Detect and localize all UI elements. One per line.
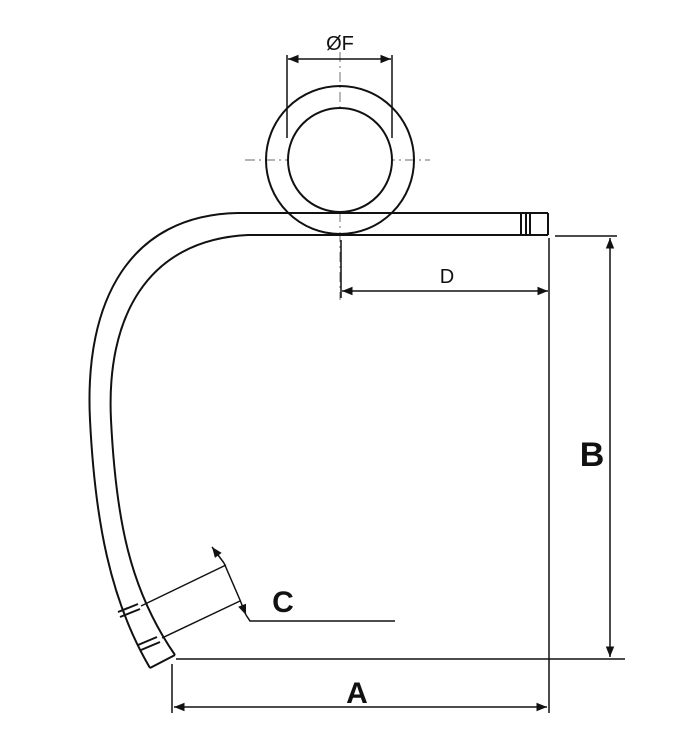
tine	[88, 212, 549, 669]
dimension-a	[171, 238, 550, 713]
label-d: D	[440, 266, 454, 288]
dimension-f	[286, 54, 393, 138]
label-b: B	[580, 436, 605, 474]
label-c: C	[272, 586, 294, 619]
coil-inner	[287, 107, 393, 213]
label-f: ØF	[326, 33, 354, 55]
dimension-b	[176, 235, 625, 660]
tip-band	[117, 603, 139, 613]
dimension-c	[140, 546, 395, 639]
label-a: A	[346, 677, 368, 710]
dimension-d	[340, 240, 548, 298]
